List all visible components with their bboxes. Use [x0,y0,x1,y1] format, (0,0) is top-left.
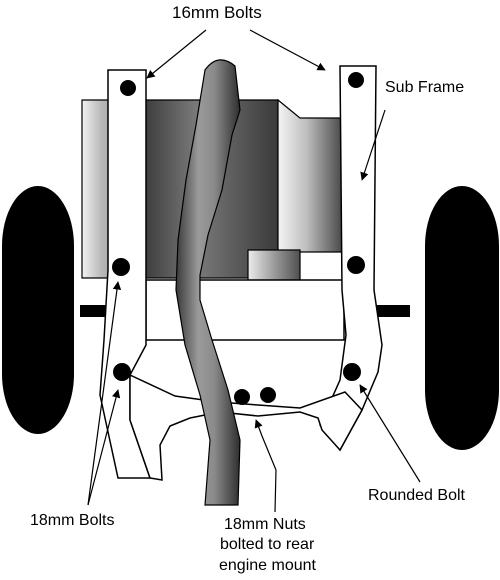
arrow-16mm-right [249,29,326,71]
arrow-18mm-upper [87,281,122,506]
label-16mm-bolts: 16mm Bolts [172,3,262,22]
label-nuts-line2: bolted to rear [220,536,315,553]
arrow-18mm-lower [87,389,121,506]
arrow-16mm-left [146,29,207,79]
bolt-rounded [343,363,361,381]
left-wheel [2,186,74,434]
exhaust-pipe [175,59,241,506]
bolt-16mm-left [120,80,136,96]
arrow-nuts [254,419,277,513]
label-rounded-bolt: Rounded Bolt [368,487,466,504]
arrow-rounded-bolt [359,384,421,483]
bolt-right-upper [347,256,365,274]
leader-lines [87,29,421,513]
lower-crossmember [129,373,363,481]
label-sub-frame: Sub Frame [385,79,464,96]
bolt-18mm-left-upper [112,258,130,276]
arrow-sub-frame [360,109,386,181]
bolt-16mm-right [348,72,364,88]
nut-18mm-right [260,387,276,403]
label-nuts-line1: 18mm Nuts [224,516,306,533]
label-18mm-bolts: 18mm Bolts [30,512,114,529]
right-wheel [425,186,499,450]
bolt-18mm-left-lower [113,363,131,381]
label-nuts-line3: engine mount [219,557,317,574]
nut-18mm-left [234,389,250,405]
